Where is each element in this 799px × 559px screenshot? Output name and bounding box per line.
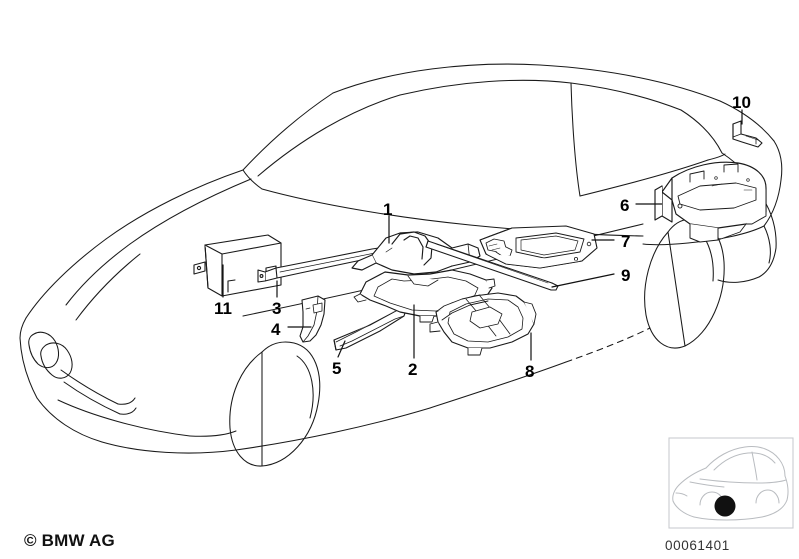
callout-leader-lines (222, 109, 743, 361)
car-body-outline (19, 63, 783, 467)
diagram-id-label: 00061401 (665, 538, 730, 553)
callout-3: 3 (272, 299, 282, 318)
part-8-rear-floor-insulation (429, 292, 537, 356)
callout-1: 1 (383, 200, 393, 219)
callout-7: 7 (621, 232, 631, 251)
callout-4: 4 (271, 320, 281, 339)
copyright-notice: © BMW AG (24, 531, 115, 550)
part-5-wedge-insulation (333, 306, 407, 351)
callout-6: 6 (620, 196, 630, 215)
leader-9 (551, 273, 615, 288)
part-4-curved-insulation (299, 295, 326, 343)
callout-10: 10 (732, 93, 751, 112)
part-10-small-bracket (732, 120, 763, 148)
part-11-side-panel-insulation (193, 234, 282, 297)
vehicle-location-inset (668, 437, 794, 529)
callout-9: 9 (621, 266, 631, 285)
part-9-insulation-rail (425, 240, 559, 291)
inset-location-marker (714, 495, 736, 517)
callout-5: 5 (332, 359, 342, 378)
part-7-floor-panel-insulation (479, 225, 598, 269)
leader-5 (337, 340, 346, 358)
part-6-wheelhouse-cover (654, 161, 767, 243)
callout-2: 2 (408, 360, 418, 379)
callout-8: 8 (525, 362, 535, 381)
callout-11: 11 (214, 299, 232, 318)
